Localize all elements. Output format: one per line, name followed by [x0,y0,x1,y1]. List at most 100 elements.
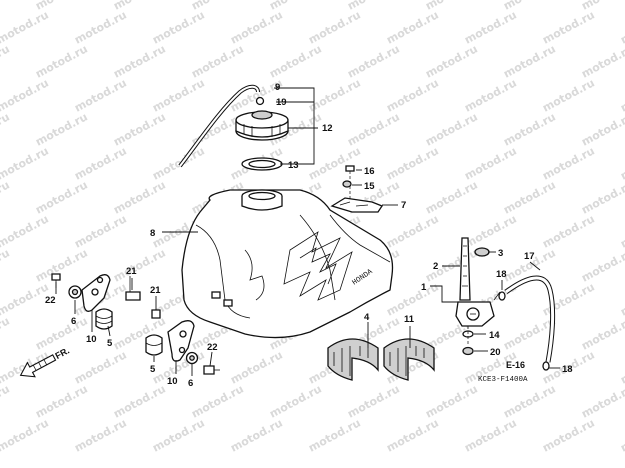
watermark-text: motod.ru [228,8,285,46]
callout-6-middle: 6 [188,378,193,389]
callout-17: 17 [524,251,535,262]
watermark-text: motod.ru [150,8,207,46]
watermark-text: motod.ru [579,246,625,284]
watermark-text: motod.ru [111,110,168,148]
callout-2: 2 [433,261,438,272]
watermark-text: motod.ru [306,144,363,182]
diagram-code: KCE3-F1400A [478,376,528,384]
watermark-text: motod.ru [33,42,90,80]
callout-13: 13 [288,160,299,171]
watermark-text: motod.ru [0,110,12,148]
watermark-text: motod.ru [384,144,441,182]
watermark-text: motod.ru [618,280,625,318]
section-ref-label: E-16 [506,360,525,370]
watermark-text: motod.ru [150,144,207,182]
watermark-text: motod.ru [579,178,625,216]
tank-cushion-4 [327,338,379,381]
watermark-text: motod.ru [33,110,90,148]
watermark-text: motod.ru [0,42,12,80]
watermark-text: motod.ru [267,42,324,80]
watermark-text: motod.ru [0,8,51,46]
watermark-text: motod.ru [345,42,402,80]
callout-18-upper: 18 [496,269,507,280]
watermark-text: motod.ru [189,42,246,80]
watermark-text: motod.ru [228,416,285,454]
watermark-text: motod.ru [540,212,597,250]
callout-8: 8 [150,228,155,239]
watermark-text: motod.ru [306,76,363,114]
fuel-cap-assembly [178,84,289,171]
watermark-text: motod.ru [579,314,625,352]
watermark-text: motod.ru [72,8,129,46]
watermark-text: motod.ru [72,348,129,386]
watermark-text: motod.ru [0,382,12,420]
watermark-text: motod.ru [423,178,480,216]
callout-10-middle: 10 [167,376,178,387]
callout-10-left: 10 [86,334,97,345]
watermark-text: motod.ru [33,246,90,284]
callout-18-lower: 18 [562,364,573,375]
watermark-text: motod.ru [579,42,625,80]
watermark-text: motod.ru [345,110,402,148]
watermark-text: motod.ru [267,382,324,420]
watermark-text: motod.ru [462,144,519,182]
watermark-text: motod.ru [540,144,597,182]
callout-22-left: 22 [45,295,56,306]
callout-21-left: 21 [126,266,137,277]
watermark-text: motod.ru [423,382,480,420]
watermark-text: motod.ru [0,76,51,114]
watermark-text: motod.ru [72,212,129,250]
callout-numbers: 9 19 12 13 8 16 15 7 22 6 10 5 21 21 5 1… [45,82,573,389]
watermark-text: motod.ru [618,212,625,250]
watermark-text: motod.ru [33,382,90,420]
middle-mount-group [145,309,220,375]
watermark-text: motod.ru [0,178,12,216]
watermark-text: motod.ru [345,382,402,420]
watermark-text: motod.ru [111,246,168,284]
watermark-text: motod.ru [540,76,597,114]
callout-7: 7 [401,200,406,211]
callout-1: 1 [421,282,427,293]
watermark-text: motod.ru [579,382,625,420]
bolt-16 [345,165,355,200]
watermark-text: motod.ru [618,8,625,46]
watermark-text: motod.ru [579,110,625,148]
watermark-text: motod.ru [384,212,441,250]
callout-19: 19 [276,97,287,108]
watermark-text: motod.ru [384,416,441,454]
watermark-text: motod.ru [0,416,51,454]
watermark-text: motod.ru [72,144,129,182]
watermark-text: motod.ru [111,382,168,420]
watermark-text: motod.ru [306,416,363,454]
watermark-text: motod.ru [423,42,480,80]
tank-cushion-11 [383,338,435,381]
watermark-text: motod.ru [189,382,246,420]
left-mount-group [51,273,141,330]
watermark-text: motod.ru [0,280,51,318]
watermark-text: motod.ru [618,76,625,114]
watermark-text: motod.ru [384,8,441,46]
callout-5-left: 5 [107,338,113,349]
watermark-text: motod.ru [306,8,363,46]
watermark-text: motod.ru [33,178,90,216]
watermark-text: motod.ru [501,178,558,216]
callout-16: 16 [364,166,375,177]
callout-15: 15 [364,181,375,192]
watermark-text: motod.ru [0,212,51,250]
callout-22-middle: 22 [207,342,218,353]
watermark-text: motod.ru [0,246,12,284]
callout-14: 14 [489,330,500,341]
watermark-text: motod.ru [111,42,168,80]
callout-12: 12 [322,123,333,134]
watermark-text: motod.ru [423,246,480,284]
callout-5-middle: 5 [150,364,156,375]
washer-15 [342,180,352,188]
tube-clip-7 [330,197,383,213]
watermark-text: motod.ru [0,0,12,13]
callout-3: 3 [498,248,503,259]
watermark-text: motod.ru [0,144,51,182]
watermark-text: motod.ru [384,76,441,114]
watermark-text: motod.ru [540,416,597,454]
watermark-text: motod.ru [72,416,129,454]
callout-11: 11 [404,314,415,325]
